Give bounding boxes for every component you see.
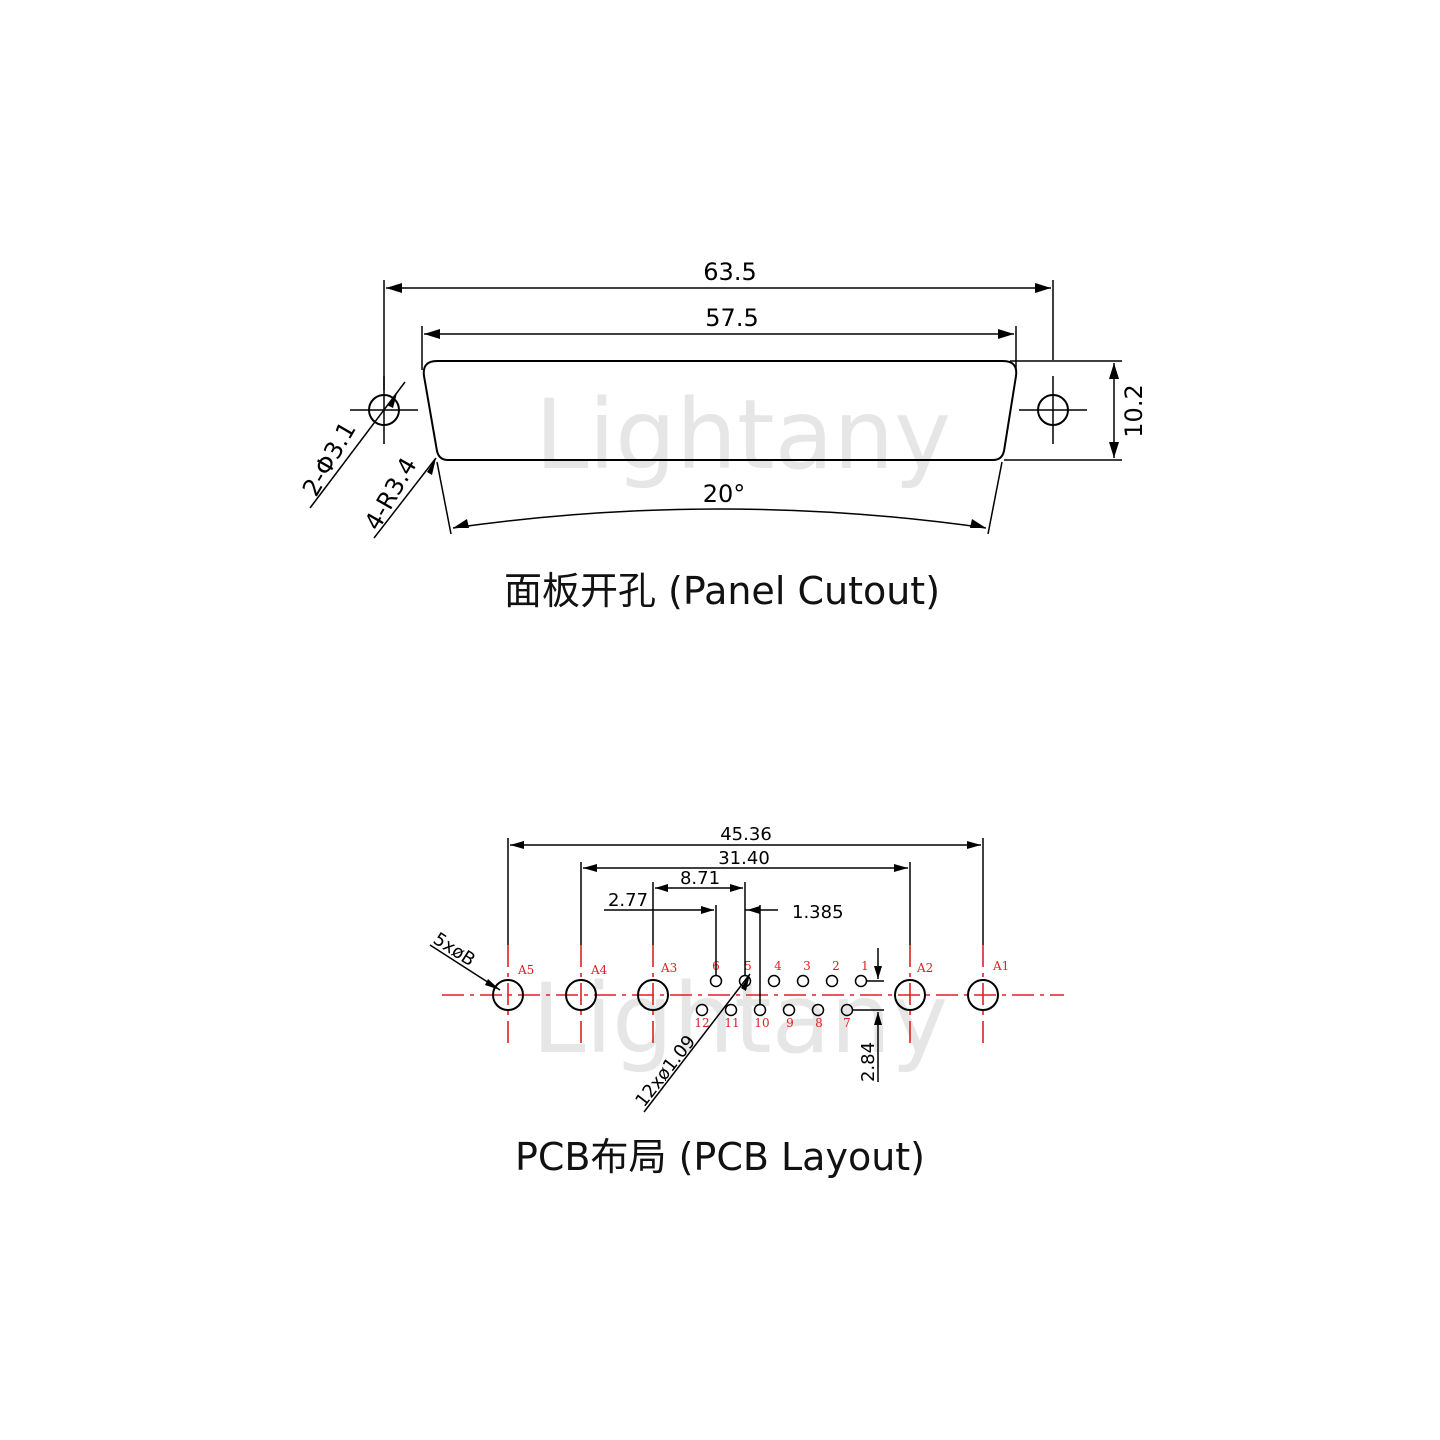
pin-label-5: 5 [744, 959, 752, 973]
dim-height: 10.2 [1004, 360, 1148, 461]
pin-hole-10 [753, 1003, 767, 1017]
panel-cutout-caption: 面板开孔 (Panel Cutout) [504, 569, 940, 613]
dim-cutout-width-label: 57.5 [705, 304, 758, 332]
label-a3: A3 [660, 961, 677, 975]
callout-corner-radius-label: 4-R3.4 [359, 453, 423, 535]
dim-pcb-d1: 45.36 [507, 824, 984, 945]
panel-cutout-view: Lightany 63.5 [297, 258, 1148, 613]
big-hole-a2 [894, 979, 926, 1011]
pin-label-4: 4 [774, 959, 782, 973]
dim-angle: 20° [436, 461, 1003, 535]
dim-overall-width: 63.5 [383, 258, 1054, 390]
pin-label-1: 1 [861, 959, 869, 973]
pin-label-10: 10 [754, 1016, 769, 1030]
big-hole-a5 [492, 979, 524, 1011]
dim-pcb-d3-label: 8.71 [680, 868, 720, 889]
dim-angle-label: 20° [703, 480, 746, 508]
label-a2: A2 [916, 961, 933, 975]
pin-label-8: 8 [815, 1016, 823, 1030]
label-a5: A5 [517, 963, 534, 977]
pcb-layout-view: Lightany A5 A4 A3 A2 A1 6 5 [429, 824, 1064, 1179]
dim-pcb-d4: 2.77 [604, 890, 762, 975]
pcb-layout-caption: PCB布局 (PCB Layout) [515, 1135, 925, 1179]
dim-pcb-d4-label: 2.77 [608, 890, 648, 911]
pin-hole-2 [825, 974, 839, 988]
callout-big-holes-label: 5xøB [429, 929, 479, 971]
pin-hole-11 [724, 1003, 738, 1017]
big-hole-a3 [637, 979, 669, 1011]
big-hole-a4 [565, 979, 597, 1011]
pin-label-3: 3 [803, 959, 811, 973]
label-a1: A1 [992, 959, 1009, 973]
callout-big-holes: 5xøB [429, 929, 501, 991]
pin-label-12: 12 [694, 1016, 709, 1030]
big-hole-a1 [967, 979, 999, 1011]
callout-corner-radius: 4-R3.4 [359, 453, 437, 539]
mounting-hole-right [1019, 376, 1087, 444]
pin-hole-4 [767, 974, 781, 988]
pin-hole-12 [695, 1003, 709, 1017]
pin-label-2: 2 [832, 959, 840, 973]
dim-height-label: 10.2 [1120, 384, 1148, 437]
dim-overall-width-label: 63.5 [703, 258, 756, 286]
pin-label-7: 7 [843, 1016, 851, 1030]
pin-hole-8 [811, 1003, 825, 1017]
dim-pcb-d5-label: 1.385 [792, 902, 844, 923]
pin-label-9: 9 [786, 1016, 794, 1030]
dim-cutout-width: 57.5 [421, 304, 1017, 370]
watermark-panel: Lightany [535, 379, 951, 491]
pin-hole-6 [709, 974, 723, 988]
label-a4: A4 [590, 963, 608, 977]
dim-pcb-d2-label: 31.40 [718, 848, 770, 869]
pin-hole-3 [796, 974, 810, 988]
dim-pcb-d3: 8.71 [652, 868, 746, 975]
dim-pcb-d5: 1.385 [759, 902, 844, 1004]
pin-label-11: 11 [724, 1016, 739, 1030]
dim-pcb-row-gap-label: 2.84 [858, 1042, 879, 1082]
dim-pcb-d1-label: 45.36 [720, 824, 772, 845]
dim-pcb-row-gap: 2.84 [852, 948, 884, 1082]
pin-hole-9 [782, 1003, 796, 1017]
dim-pcb-d2: 31.40 [580, 848, 911, 945]
callout-hole-diameter-label: 2-Φ3.1 [297, 417, 362, 501]
